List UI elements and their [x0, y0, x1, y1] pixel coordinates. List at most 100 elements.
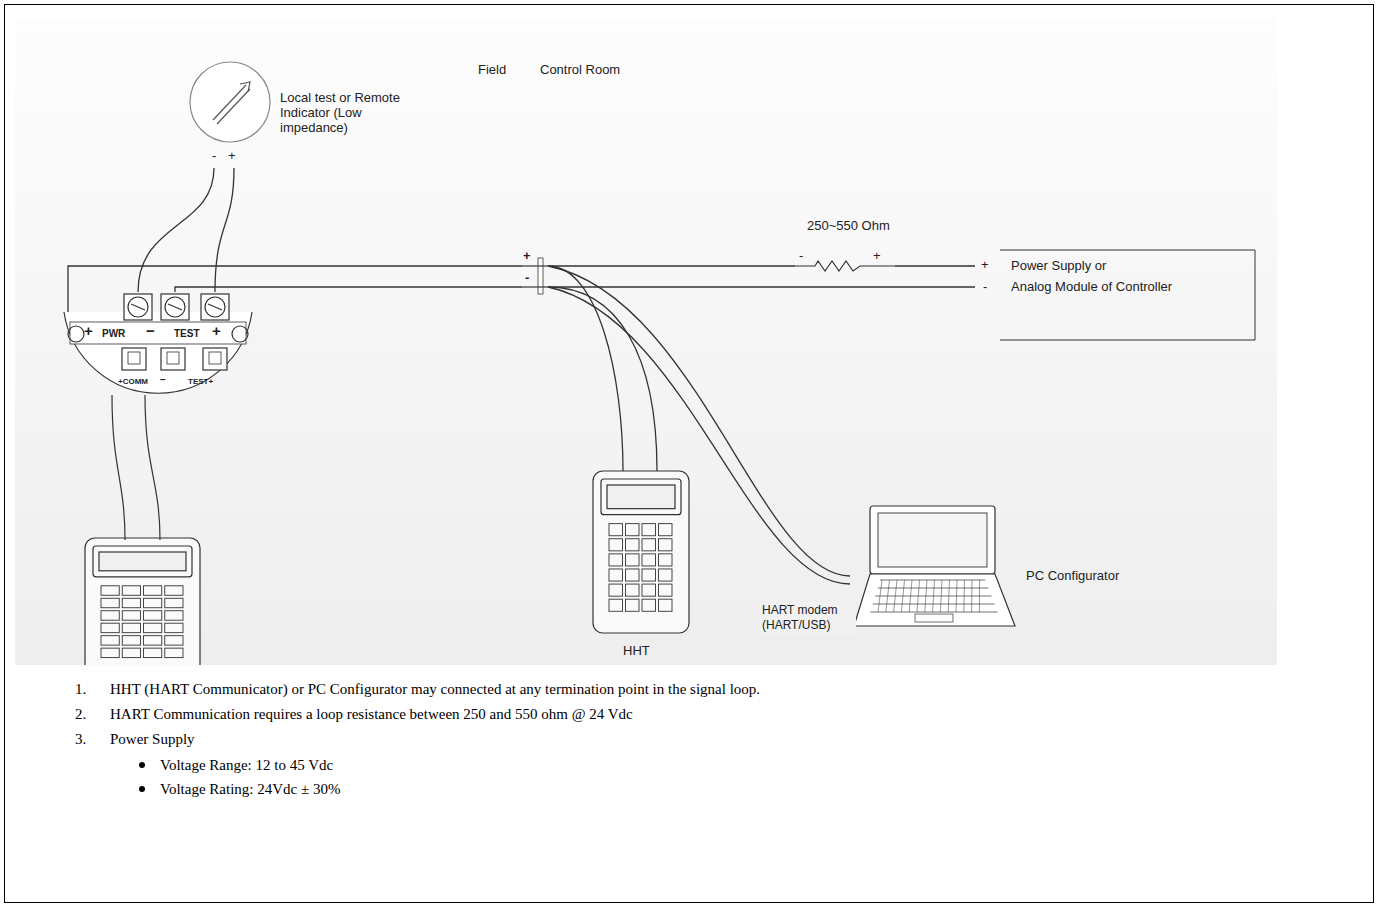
wire-stub: [522, 265, 540, 266]
device-key: [626, 569, 640, 581]
laptop-display: [878, 513, 987, 567]
node-text: −: [146, 325, 155, 337]
node-text: -: [983, 279, 987, 294]
device-display: [99, 552, 186, 571]
meter-needle: [217, 89, 250, 124]
node-text: 250~550 Ohm: [807, 218, 890, 233]
device-key: [101, 648, 119, 657]
device-key: [642, 524, 656, 536]
test-jack: [161, 348, 185, 370]
keyboard-column: [886, 580, 890, 612]
wire: [138, 168, 214, 292]
note-text: 1.: [75, 680, 86, 698]
note-text: 3.: [75, 730, 86, 748]
keyboard-column: [933, 580, 935, 612]
screw-head: [165, 297, 185, 317]
device-key: [122, 648, 140, 657]
node-text: TEST: [174, 328, 200, 340]
transmitter-terminal-block-drawing: [62, 292, 254, 410]
hart-communicator-drawing: [585, 465, 695, 663]
pc-configurator-drawing: [850, 500, 1150, 635]
keyboard-column: [948, 580, 949, 612]
wire-connector: [548, 266, 795, 267]
device-key: [144, 586, 162, 595]
node-text: +COMM: [118, 376, 148, 388]
note-text: Power Supply: [110, 730, 195, 748]
keyboard-row: [880, 580, 985, 581]
comm-cable: [145, 395, 160, 540]
note-text: Voltage Range: 12 to 45 Vdc: [160, 756, 333, 774]
wire-stub: [522, 286, 540, 287]
screw-slot: [208, 304, 222, 310]
note-text: HHT (HART Communicator) or PC Configurat…: [110, 680, 760, 698]
frame-border: [5, 5, 1374, 903]
screw-slot: [131, 304, 145, 310]
device-key: [101, 636, 119, 645]
keyboard-column: [956, 580, 957, 612]
terminal-screw: [201, 294, 229, 320]
keyboard-column: [901, 580, 904, 612]
mount-screw: [232, 326, 248, 342]
note-text: HART Communication requires a loop resis…: [110, 705, 633, 723]
pc-configurator: PC Configurator: [850, 500, 1150, 635]
device-key: [642, 584, 656, 596]
device-key: [122, 598, 140, 607]
keyboard-column: [894, 580, 897, 612]
device-key: [165, 623, 183, 632]
node-text: -: [525, 270, 529, 285]
node-text: TEST+: [188, 376, 213, 388]
device-key: [642, 569, 656, 581]
device-key: [122, 586, 140, 595]
node-text: +: [873, 248, 881, 263]
device-key: [165, 598, 183, 607]
device-key: [101, 586, 119, 595]
device-key: [626, 584, 640, 596]
keyboard-column: [909, 580, 912, 612]
device-key: [609, 584, 623, 596]
node-text: HHT: [623, 643, 650, 658]
edge-label: HART modem (HART/USB): [760, 602, 856, 634]
device-body: [85, 538, 200, 665]
note-text: Voltage Rating: 24Vdc ± 30%: [160, 780, 340, 798]
node-text: Analog Module of Controller: [1011, 279, 1172, 294]
terminal-screw: [161, 294, 189, 320]
device-screen: [601, 479, 681, 515]
region-label: Field: [478, 62, 506, 77]
jack-socket: [209, 352, 221, 364]
wire-connector: [548, 266, 657, 471]
device-screen: [93, 546, 192, 577]
mount-screw: [68, 326, 84, 342]
jack-socket: [167, 352, 179, 364]
hart-resistor: 250~550 Ohm-+: [795, 216, 895, 276]
wire: [548, 265, 795, 266]
device-key: [609, 524, 623, 536]
laptop-screen: [870, 506, 995, 574]
device-key: [165, 636, 183, 645]
keyboard-column: [878, 580, 882, 612]
keyboard-row: [873, 604, 995, 605]
node-text: PC Configurator: [1026, 568, 1119, 583]
wire: [215, 168, 234, 292]
keyboard-column: [963, 580, 965, 612]
device-key: [144, 598, 162, 607]
junction-terminal: +-: [522, 248, 548, 298]
device-key: [659, 524, 673, 536]
node-text: PWR: [102, 328, 125, 340]
node-text: −: [160, 374, 166, 386]
comm-cable: [112, 395, 125, 540]
region-label: Control Room: [540, 62, 620, 77]
device-key: [122, 611, 140, 620]
device-key: [165, 611, 183, 620]
node-text: -: [212, 148, 216, 163]
hart-communicator: HHT: [585, 465, 695, 663]
wire-connector: [548, 287, 975, 288]
node-text: +: [981, 257, 989, 272]
device-key: [122, 636, 140, 645]
device-key: [642, 554, 656, 566]
node-text: +: [84, 325, 93, 337]
wire-stub: [540, 286, 548, 287]
touchpad: [915, 614, 953, 622]
device-key: [165, 586, 183, 595]
